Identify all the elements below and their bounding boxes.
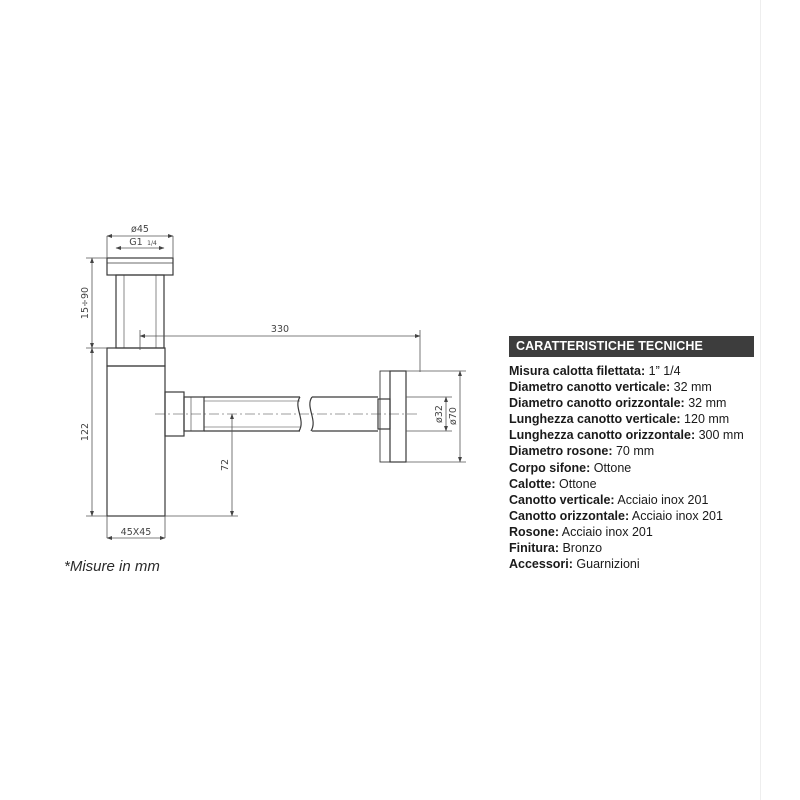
spec-row: Lunghezza canotto orizzontale: 300 mm xyxy=(509,427,754,443)
spec-label: Accessori: xyxy=(509,557,573,572)
dim-top-height: 15÷90 xyxy=(80,287,91,319)
spec-row: Rosone: Acciaio inox 201 xyxy=(509,524,754,540)
spec-row: Canotto verticale: Acciaio inox 201 xyxy=(509,492,754,508)
spec-row: Calotte: Ottone xyxy=(509,476,754,492)
spec-value: 1” 1/4 xyxy=(645,364,681,378)
dim-thread: G1 xyxy=(129,237,142,248)
siphon-body xyxy=(106,365,166,517)
spec-value: 120 mm xyxy=(680,412,730,427)
dim-outlet-height: 72 xyxy=(220,459,231,471)
spec-value: 32 mm xyxy=(684,396,727,411)
spec-label: Rosone: xyxy=(509,524,559,539)
spec-row: Finitura: Bronzo xyxy=(509,540,754,556)
dim-top-diameter: ø45 xyxy=(131,224,149,235)
dim-base-size: 45X45 xyxy=(121,527,152,538)
dimension-lines xyxy=(86,234,466,540)
spec-label: Misura calotta filettata: xyxy=(509,364,646,378)
specs-title: CARATTERISTICHE TECNICHE xyxy=(509,336,754,357)
horizontal-tube xyxy=(204,396,378,432)
top-cap xyxy=(106,257,174,276)
spec-row: Canotto orizzontale: Acciaio inox 201 xyxy=(509,508,754,524)
spec-value: Acciaio inox 201 xyxy=(614,492,709,507)
spec-value: Ottone xyxy=(555,476,597,491)
spec-label: Calotte: xyxy=(509,476,556,491)
spec-value: 70 mm xyxy=(612,444,655,459)
dim-horizontal-length: 330 xyxy=(271,324,289,335)
spec-label: Canotto verticale: xyxy=(509,492,615,507)
spec-row: Lunghezza canotto verticale: 120 mm xyxy=(509,411,754,427)
dim-body-height: 122 xyxy=(80,423,91,441)
spec-label: Diametro canotto verticale: xyxy=(509,380,671,395)
spec-label: Diametro rosone: xyxy=(509,444,613,459)
page-edge-divider xyxy=(760,0,761,800)
spec-label: Diametro canotto orizzontale: xyxy=(509,396,685,411)
units-footnote: *Misure in mm xyxy=(64,558,160,575)
spec-row: Accessori: Guarnizioni xyxy=(509,556,754,572)
technical-specs: CARATTERISTICHE TECNICHE Misura calotta … xyxy=(509,336,754,572)
spec-label: Canotto orizzontale: xyxy=(509,508,630,523)
spec-value: 300 mm xyxy=(695,428,744,443)
body-collar xyxy=(106,347,166,367)
spec-row: Misura calotta filettata: 1” 1/4 xyxy=(509,363,754,379)
dim-thread-fraction: 1/4 xyxy=(147,240,157,247)
spec-row: Diametro canotto orizzontale: 32 mm xyxy=(509,395,754,411)
spec-value: Guarnizioni xyxy=(572,557,640,572)
spec-value: Ottone xyxy=(590,460,632,475)
spec-label: Finitura: xyxy=(509,541,559,556)
spec-label: Lunghezza canotto verticale: xyxy=(509,412,681,427)
spec-value: 32 mm xyxy=(670,380,712,395)
siphon-outline xyxy=(106,257,420,517)
spec-row: Corpo sifone: Ottone xyxy=(509,460,754,476)
spec-value: Acciaio inox 201 xyxy=(629,508,723,523)
spec-label: Corpo sifone: xyxy=(509,460,591,475)
dim-rosette-diameter: ø70 xyxy=(448,407,459,425)
spec-value: Acciaio inox 201 xyxy=(559,524,653,539)
dim-pipe-diameter: ø32 xyxy=(434,405,445,423)
break-symbol xyxy=(297,396,314,432)
dimension-labels: ø45 G1 1/4 15÷90 330 122 72 45X45 ø32 ø7… xyxy=(80,224,459,538)
spec-label: Lunghezza canotto orizzontale: xyxy=(509,428,696,443)
rosette xyxy=(389,370,407,463)
spec-row: Diametro rosone: 70 mm xyxy=(509,443,754,459)
spec-row: Diametro canotto verticale: 32 mm xyxy=(509,379,754,395)
spec-value: Bronzo xyxy=(559,541,603,556)
